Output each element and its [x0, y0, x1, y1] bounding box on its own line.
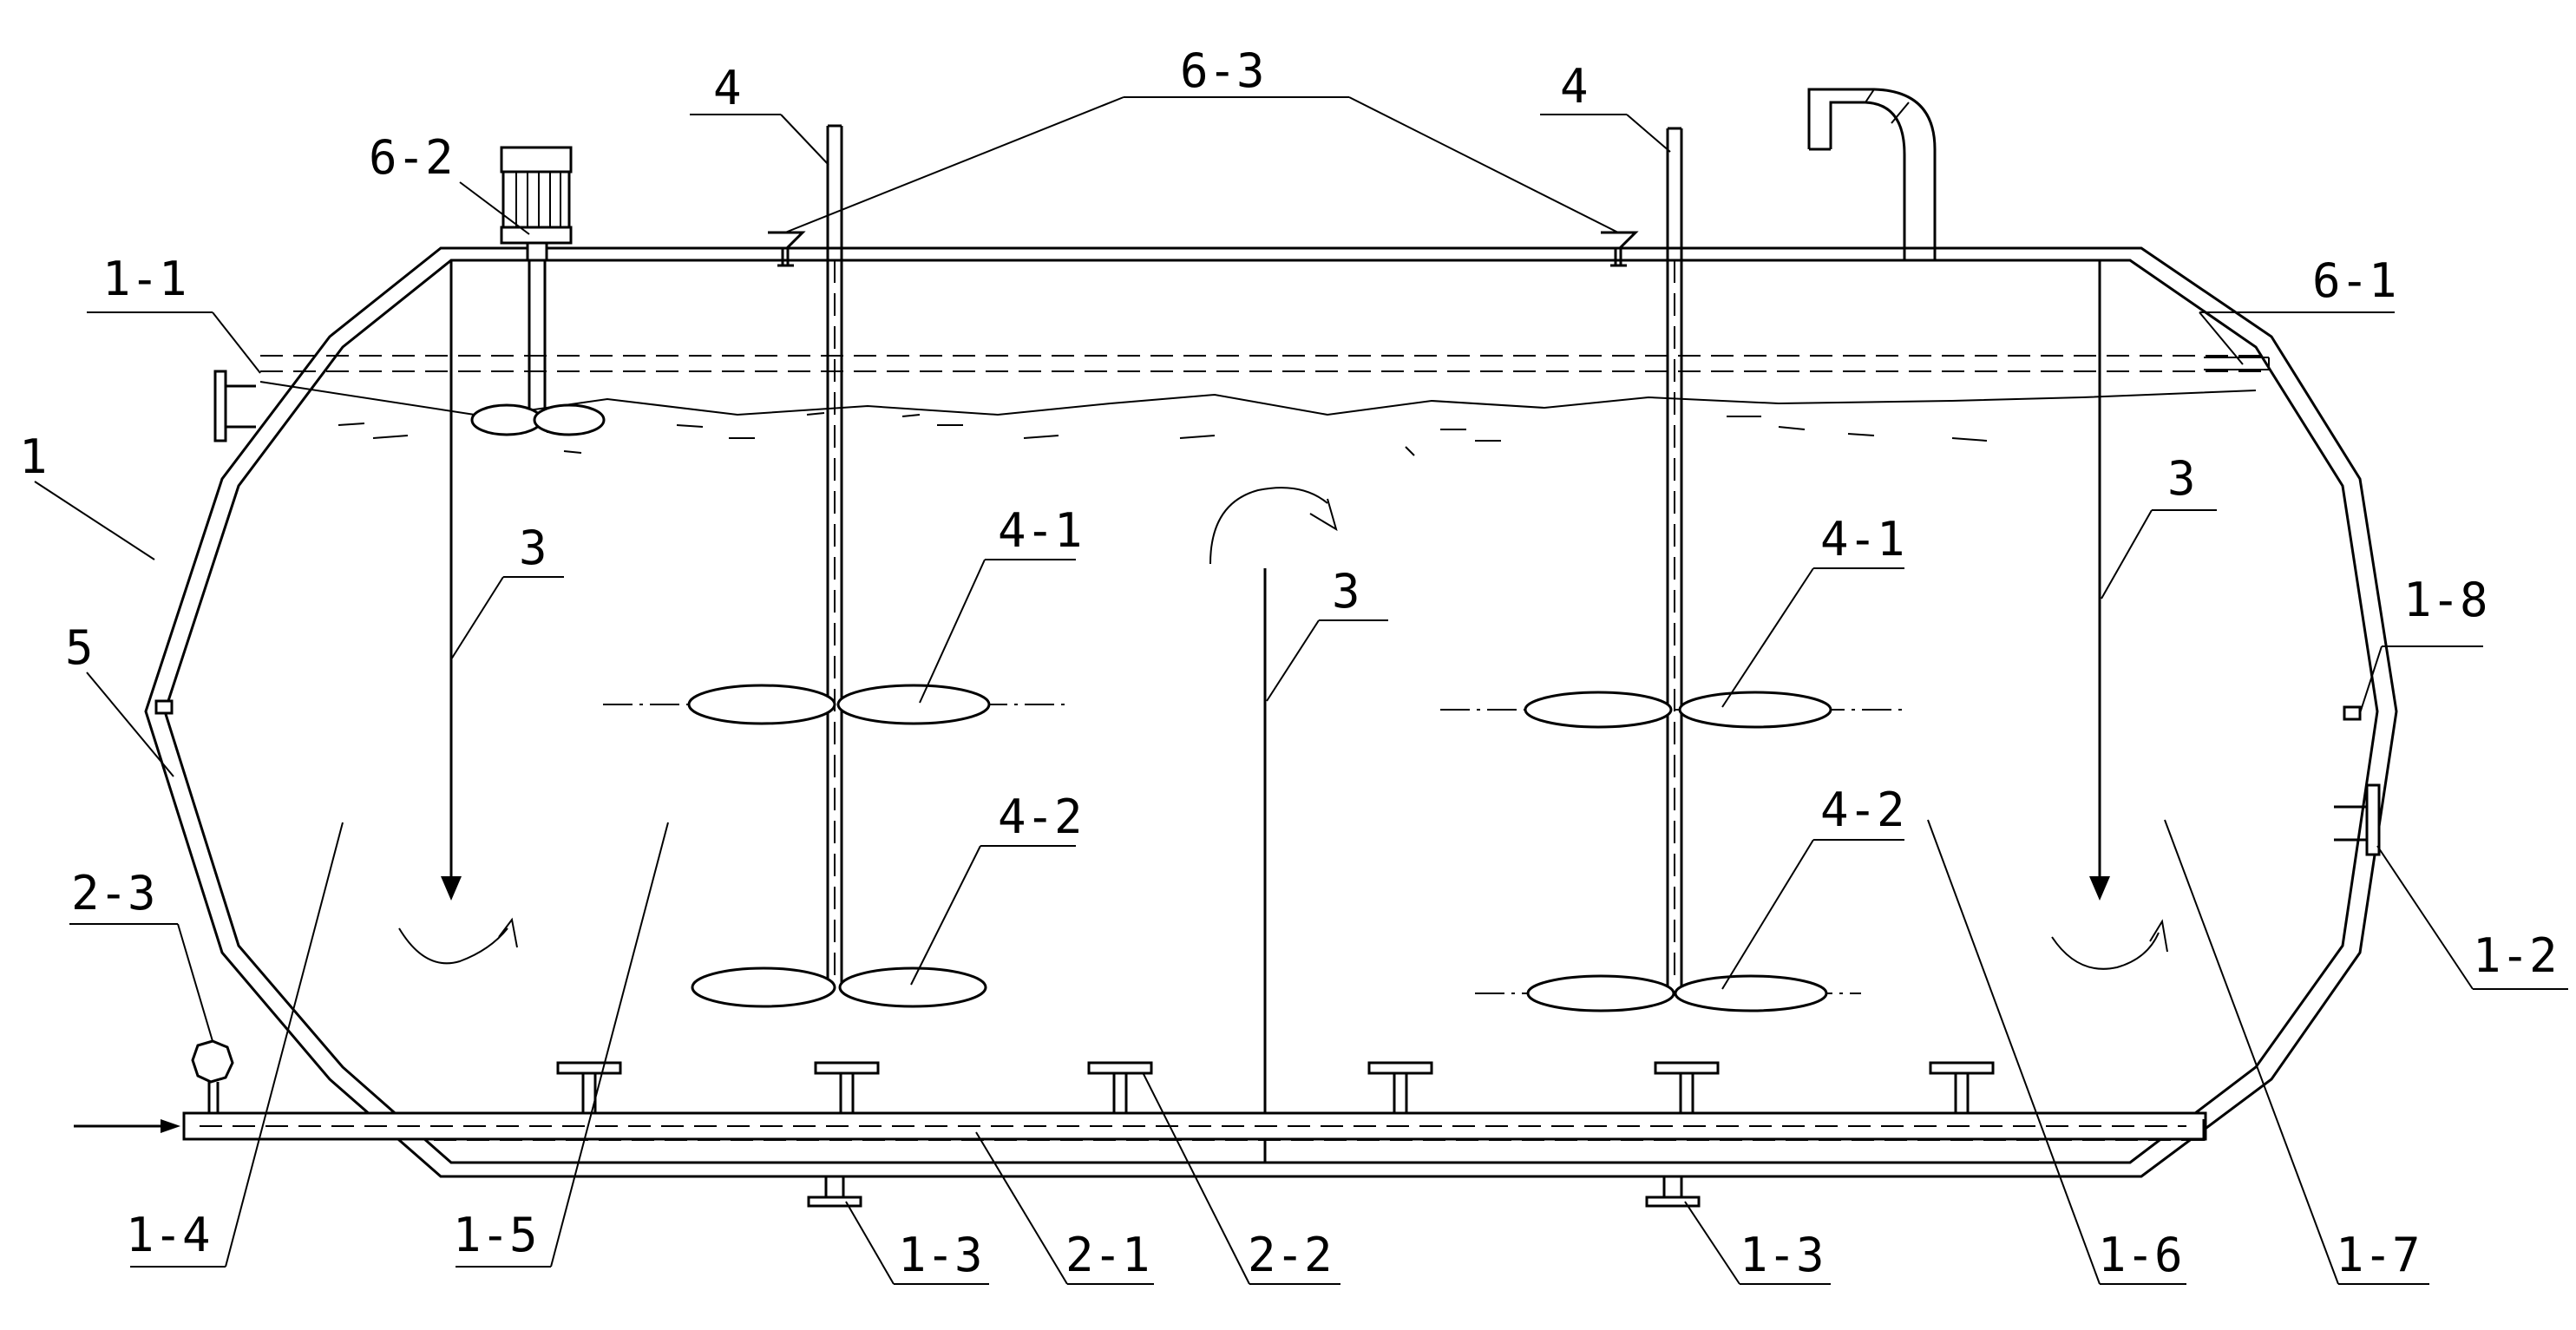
- exhaust-pipe: [1807, 88, 1937, 260]
- aeration-pipe: [74, 1111, 2207, 1141]
- label-1-7: 1-7: [2336, 1228, 2421, 1282]
- agitator-right: [1440, 127, 1904, 1012]
- label-3-left: 3: [519, 521, 547, 575]
- label-4-1-right: 4-1: [1820, 512, 1905, 567]
- outlet-flange: [2334, 783, 2381, 856]
- label-1-8: 1-8: [2403, 573, 2488, 627]
- nozzle-1-8: [2343, 705, 2362, 721]
- label-6-1: 6-1: [2312, 253, 2397, 308]
- aerator-heads: [556, 1061, 1995, 1113]
- baffle-right-arrowhead: [2089, 876, 2110, 901]
- tank-shell: [144, 246, 2398, 1178]
- label-4-2-left: 4-2: [998, 789, 1083, 844]
- part-labels: 1 1-1 5 6-2 4 6-3 4 6-1 3 3 3 4-1 4-1 4-…: [19, 43, 2558, 1282]
- label-4-1-left: 4-1: [998, 503, 1083, 558]
- label-3-right: 3: [2167, 451, 2196, 506]
- label-3-mid: 3: [1332, 564, 1360, 619]
- inlet-flange: [213, 370, 256, 442]
- label-1-5: 1-5: [453, 1208, 538, 1262]
- flow-arrow-right: [2051, 919, 2168, 970]
- label-4-right: 4: [1560, 59, 1589, 114]
- label-1-3-right: 1-3: [1740, 1228, 1825, 1282]
- nozzle-5: [154, 699, 174, 715]
- flow-arrow-middle: [1209, 487, 1338, 565]
- pressure-gauge: [191, 1039, 234, 1113]
- baffle-left-arrowhead: [441, 876, 462, 901]
- top-pipe: [260, 355, 2270, 372]
- label-1-6: 1-6: [2098, 1228, 2183, 1282]
- label-4-2-right: 4-2: [1820, 783, 1905, 837]
- label-1: 1: [19, 429, 48, 484]
- leader-lines: [34, 96, 2568, 1285]
- liquid-surface: [259, 381, 2257, 418]
- flow-arrow-left: [398, 917, 518, 965]
- label-2-3: 2-3: [71, 866, 156, 921]
- label-5: 5: [65, 620, 94, 675]
- label-1-3-left: 1-3: [898, 1228, 983, 1282]
- label-2-2: 2-2: [1248, 1228, 1333, 1282]
- label-6-2: 6-2: [369, 130, 454, 185]
- agitator-left: [603, 124, 1067, 1008]
- label-2-1: 2-1: [1065, 1228, 1150, 1282]
- drain-nozzle-right: [1645, 1176, 1701, 1208]
- label-6-3: 6-3: [1180, 43, 1265, 98]
- label-1-2: 1-2: [2473, 928, 2558, 983]
- motor-unit: [470, 146, 606, 436]
- label-1-4: 1-4: [126, 1208, 211, 1262]
- label-4-left: 4: [713, 61, 742, 115]
- drain-nozzle-left: [807, 1176, 862, 1208]
- label-1-1: 1-1: [102, 252, 187, 306]
